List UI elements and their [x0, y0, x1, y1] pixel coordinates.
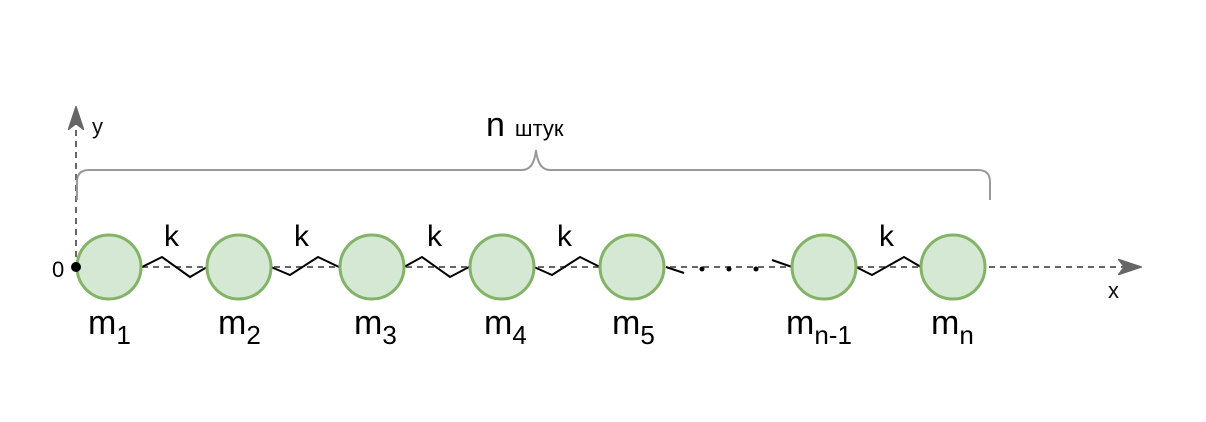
spring-label-3: k: [427, 220, 443, 253]
y-axis-label: y: [92, 114, 103, 139]
mass-5: [598, 233, 666, 301]
count-brace: [76, 149, 991, 200]
mass-label-n: mn: [931, 304, 974, 350]
spring-4-5: [533, 255, 601, 277]
brace-count-symbol: n: [486, 106, 505, 144]
mass-label-1: m1: [88, 304, 131, 350]
mass-label-2: m2: [218, 304, 261, 350]
spring-label-2: k: [294, 220, 310, 253]
spring-5-stub: [665, 266, 685, 274]
spring-label-4: k: [557, 220, 573, 253]
mass-3: [338, 233, 406, 301]
masses-group: [75, 233, 987, 301]
brace-count-word: штук: [515, 116, 564, 141]
mass-label-3: m3: [354, 304, 397, 350]
spring-1-2: [141, 255, 208, 279]
ellipsis-dots: [699, 266, 759, 272]
mass-n-1: [790, 233, 858, 301]
mass-label-4: m4: [484, 304, 527, 350]
mass-label-n-1: mn-1: [786, 304, 852, 350]
springs-group: [141, 255, 922, 279]
mass-n: [919, 233, 987, 301]
mass-label-5: m5: [612, 304, 655, 350]
mass-2: [205, 233, 273, 301]
spring-3-4: [403, 255, 470, 279]
spring-n-1-n: [855, 255, 922, 277]
spring-2-3: [270, 255, 340, 277]
spring-label-1: k: [164, 220, 180, 253]
x-axis-label: x: [1108, 278, 1119, 303]
mass-4: [468, 233, 536, 301]
spring-label-5: k: [879, 220, 895, 253]
origin-dot: [71, 262, 81, 272]
spring-stub-n-1: [771, 259, 793, 268]
origin-label: 0: [52, 257, 64, 282]
mass-1: [75, 233, 143, 301]
